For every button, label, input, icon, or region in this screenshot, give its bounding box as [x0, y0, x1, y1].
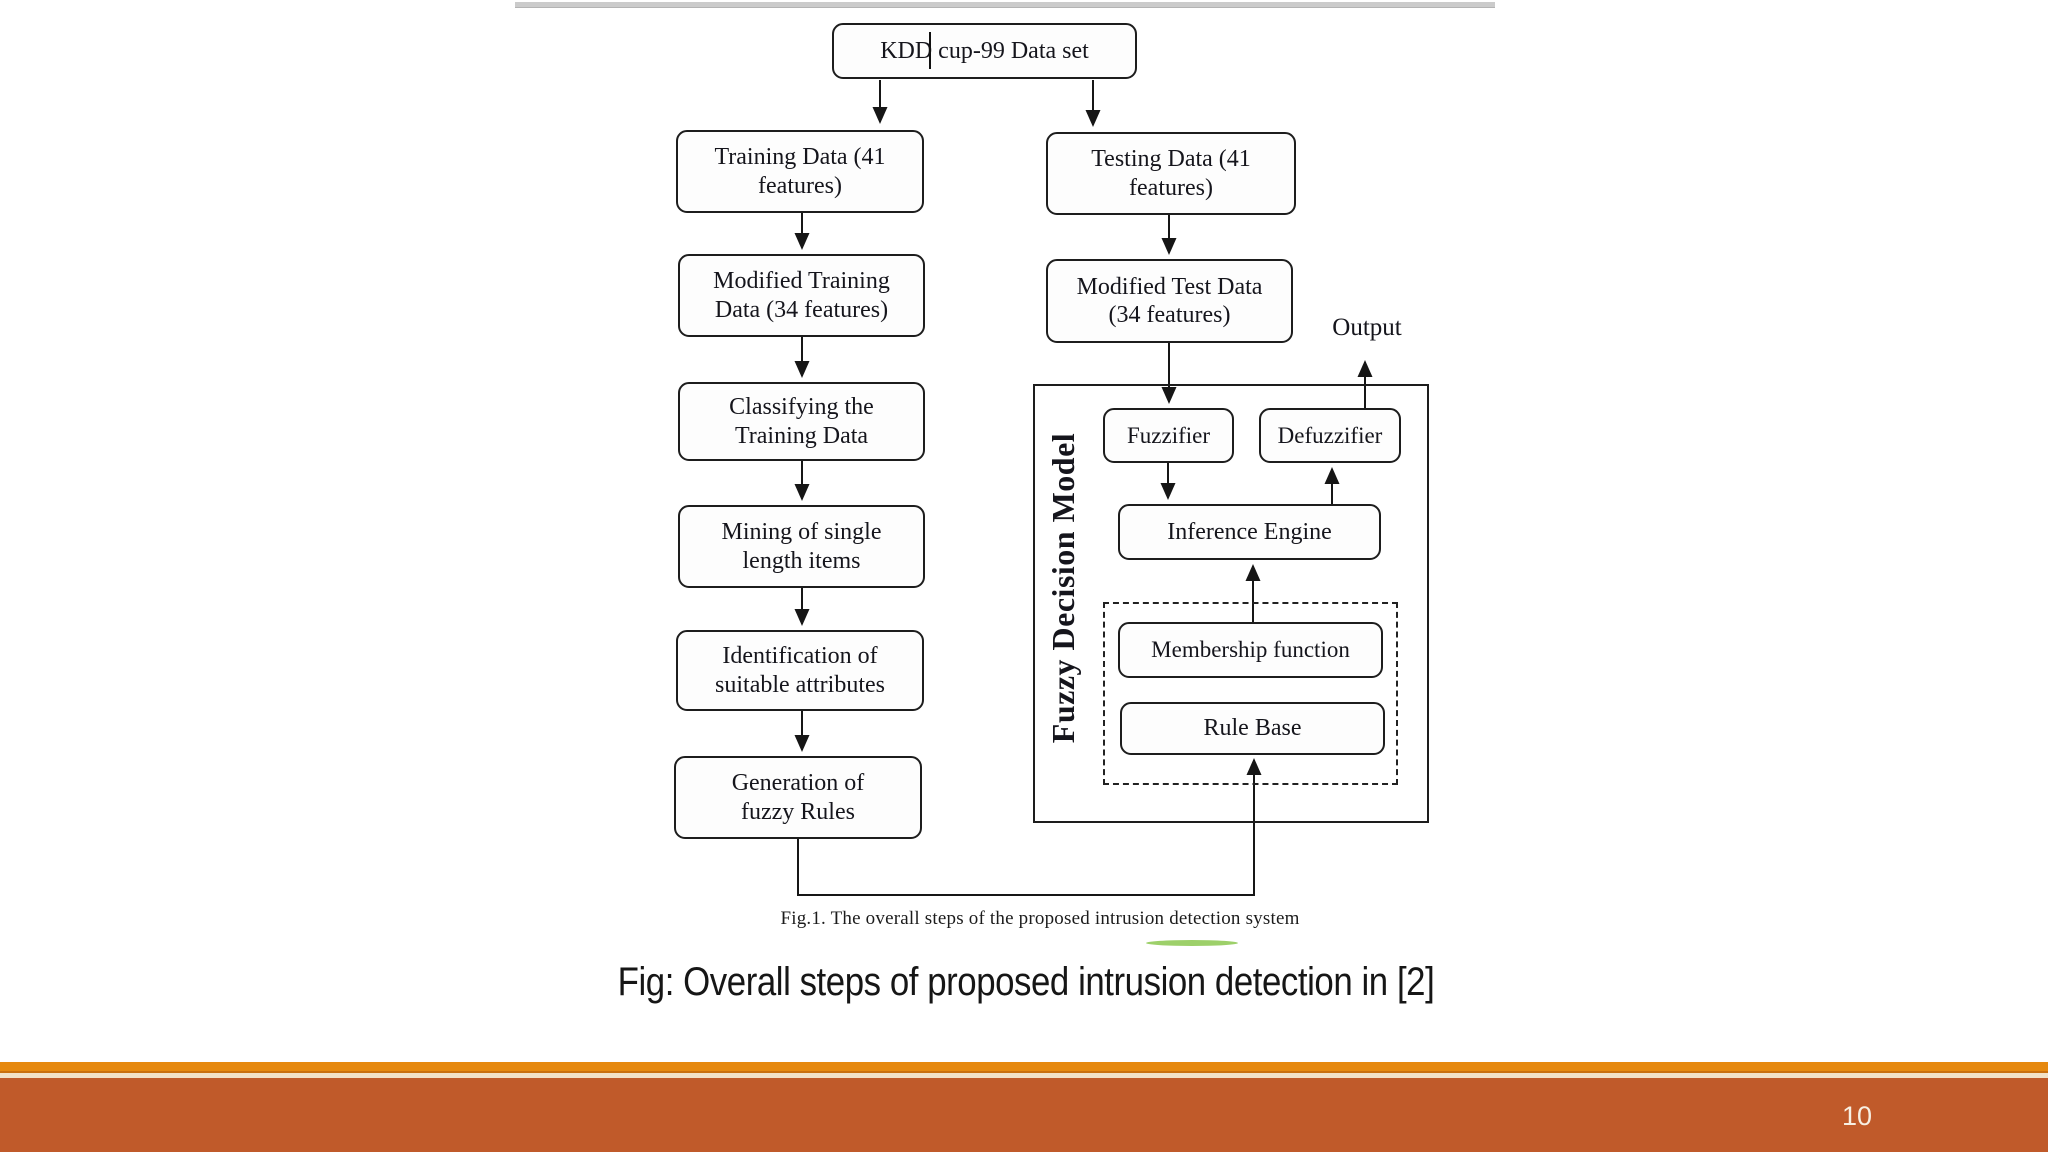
figure-caption: Fig.1. The overall steps of the proposed… [780, 908, 1300, 929]
node-classifying-training-data: Classifying the Training Data [678, 382, 925, 461]
node-identification-attributes: Identification of suitable attributes [676, 630, 924, 711]
fuzzy-decision-model-box [1033, 384, 1429, 823]
page-number: 10 [1841, 1101, 1873, 1131]
node-mining-single-length-items: Mining of single length items [678, 505, 925, 588]
node-inference-engine: Inference Engine [1118, 504, 1381, 560]
slide-caption: Fig: Overall steps of proposed intrusion… [617, 960, 1435, 1004]
output-label: Output [1332, 314, 1402, 341]
node-modified-test-data: Modified Test Data (34 features) [1046, 259, 1293, 343]
green-highlight-mark [1146, 940, 1238, 946]
node-membership-function: Membership function [1118, 622, 1383, 678]
node-rule-base: Rule Base [1120, 702, 1385, 755]
node-fuzzifier: Fuzzifier [1103, 408, 1234, 463]
node-defuzzifier: Defuzzifier [1259, 408, 1401, 463]
fuzzy-decision-model-label: Fuzzy Decision Model [1044, 432, 1081, 744]
top-divider-line [515, 2, 1495, 8]
knowledge-base-dashed-box [1103, 602, 1398, 785]
footer-accent-stripe [0, 1062, 2048, 1073]
text-cursor [929, 32, 931, 69]
node-generation-fuzzy-rules: Generation of fuzzy Rules [674, 756, 922, 839]
node-kdd-dataset: KDD cup-99 Data set [832, 23, 1137, 79]
footer-gap-line [0, 1073, 2048, 1078]
arrow-generation-to-rule-base [797, 758, 1262, 896]
node-training-data: Training Data (41 features) [676, 130, 924, 213]
footer-bar [0, 1078, 2048, 1152]
node-testing-data: Testing Data (41 features) [1046, 132, 1296, 215]
node-modified-training-data: Modified Training Data (34 features) [678, 254, 925, 337]
